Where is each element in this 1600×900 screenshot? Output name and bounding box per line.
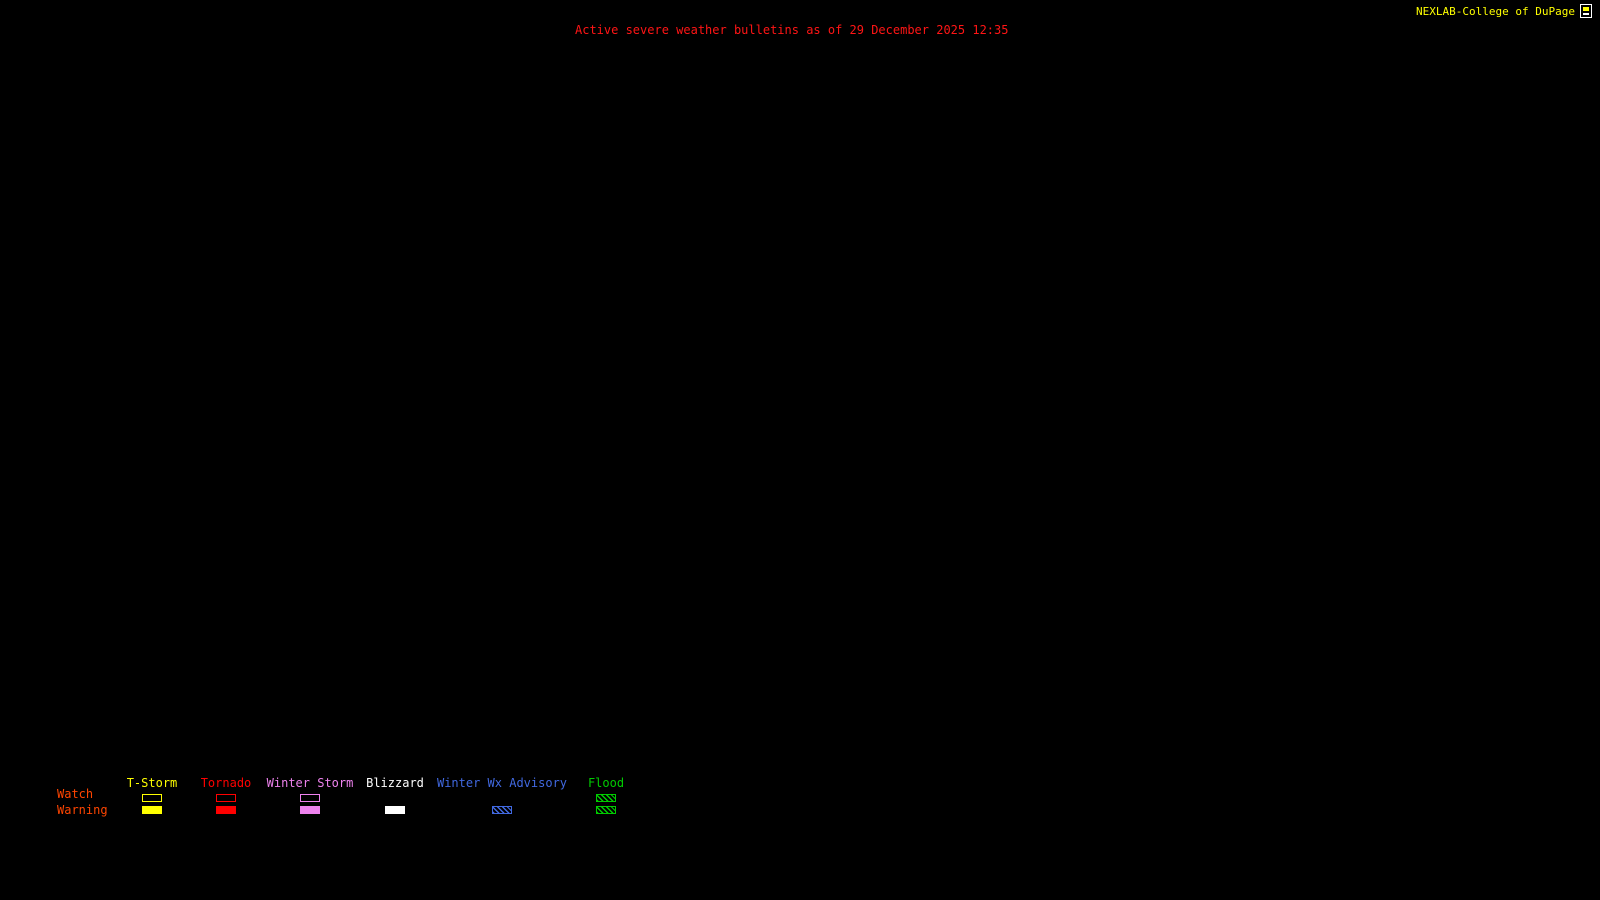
bulletin-title: Active severe weather bulletins as of 29… bbox=[575, 23, 1009, 37]
nexlab-brand-label: NEXLAB-College of DuPage bbox=[1416, 4, 1575, 18]
cod-logo-icon bbox=[1580, 4, 1592, 18]
nexlab-brand: NEXLAB-College of DuPage bbox=[1416, 4, 1592, 18]
